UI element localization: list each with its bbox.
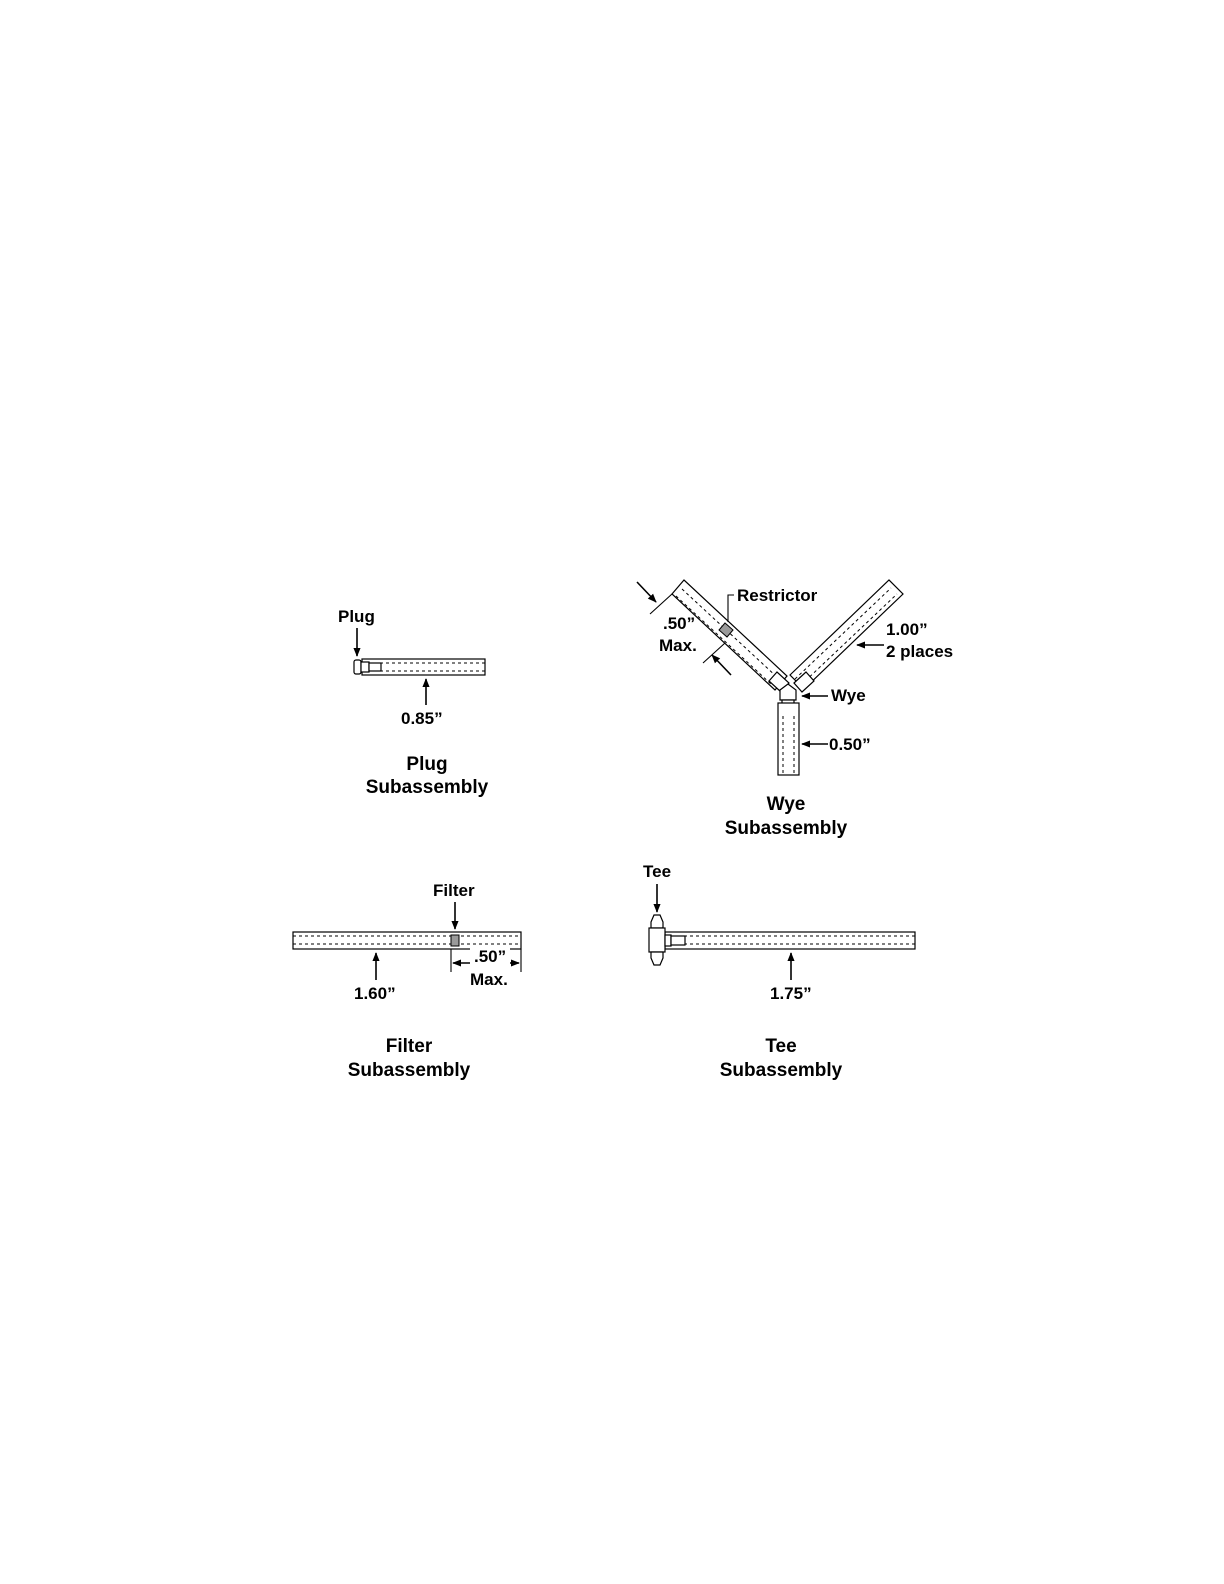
plug-caption-line1: Plug	[406, 754, 447, 775]
plug-label: Plug	[338, 607, 375, 626]
restrictor-label: Restrictor	[737, 586, 818, 605]
wye-stem-length-label: 0.50”	[829, 735, 871, 754]
tee-caption-line2: Subassembly	[720, 1060, 843, 1081]
tee-length-label: 1.75”	[770, 984, 812, 1003]
plug-caption-line2: Subassembly	[366, 777, 489, 798]
wye-width-dim-label: .50”	[663, 614, 695, 633]
wye-arm-places-label: 2 places	[886, 642, 953, 661]
filter-length-label: 1.60”	[354, 984, 396, 1003]
wye-width-extension-bottom	[703, 643, 725, 663]
plug-subassembly: Plug 0.85” Plug Subassembly	[338, 607, 489, 798]
filter-label: Filter	[433, 881, 475, 900]
wye-fitting-label: Wye	[831, 686, 866, 705]
filter-offset-dim-label: .50”	[474, 947, 506, 966]
plug-length-label: 0.85”	[401, 709, 443, 728]
wye-width-extension-top	[650, 594, 672, 614]
filter-insert	[451, 935, 459, 946]
wye-width-arrow-top	[637, 582, 656, 602]
wye-caption-line2: Subassembly	[725, 818, 848, 839]
filter-offset-max-label: Max.	[470, 970, 508, 989]
tee-subassembly: Tee 1.75” Tee Subassembly	[643, 862, 915, 1081]
wye-subassembly: Restrictor .50” Max. 1.00” 2 places Wye …	[637, 580, 953, 839]
wye-caption-line1: Wye	[767, 794, 806, 815]
filter-subassembly: Filter .50” Max. 1.60” Filter Subassembl…	[293, 881, 521, 1081]
wye-arm-length-label: 1.00”	[886, 620, 928, 639]
wye-width-arrow-bottom	[712, 655, 731, 675]
tee-label: Tee	[643, 862, 671, 881]
tee-fitting	[649, 915, 685, 965]
filter-caption-line1: Filter	[386, 1036, 433, 1057]
filter-caption-line2: Subassembly	[348, 1060, 471, 1081]
restrictor-leader	[728, 595, 734, 622]
tee-tube	[665, 932, 915, 949]
wye-stem	[778, 703, 799, 775]
tee-caption-line1: Tee	[765, 1036, 796, 1057]
wye-width-max-label: Max.	[659, 636, 697, 655]
